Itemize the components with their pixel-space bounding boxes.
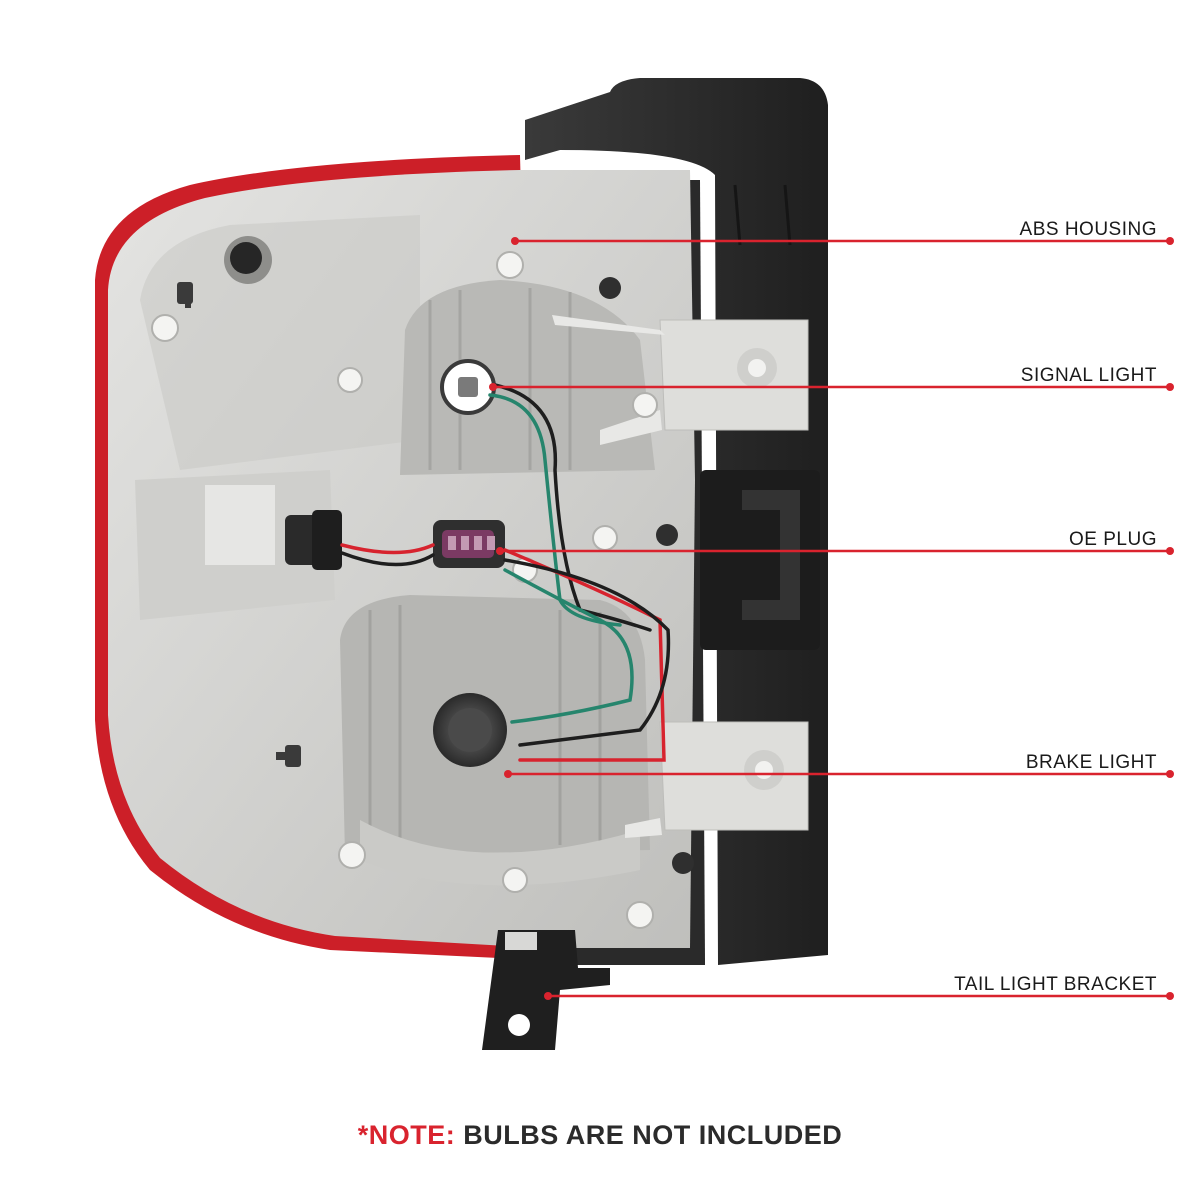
side-grommet: [285, 510, 342, 570]
note-text: BULBS ARE NOT INCLUDED: [455, 1120, 843, 1150]
oe-plug-connector: [433, 520, 505, 568]
brake-light-socket: [433, 693, 507, 767]
oe-plug-callout-start-dot: [496, 547, 504, 555]
signal-light-socket: [440, 359, 496, 415]
tail-light-bracket-label: TAIL LIGHT BRACKET: [954, 974, 1157, 995]
callout-group: ABS HOUSING SIGNAL LIGHT OE PLUG BRAKE LIGH…: [489, 219, 1174, 1000]
signal-light-label: SIGNAL LIGHT: [1021, 365, 1157, 386]
abs-housing-callout-end-dot: [1166, 237, 1174, 245]
signal-lamp-dome: [400, 280, 655, 475]
note-line: *NOTE: BULBS ARE NOT INCLUDED: [0, 1120, 1200, 1151]
tail-light-bracket-callout-start-dot: [544, 992, 552, 1000]
oe-plug-callout-end-dot: [1166, 547, 1174, 555]
signal-light-callout-end-dot: [1166, 383, 1174, 391]
signal-light-callout-start-dot: [489, 383, 497, 391]
brake-light-callout-end-dot: [1166, 770, 1174, 778]
mounting-plates: [552, 315, 809, 838]
mounting-studs: [177, 282, 301, 767]
tail-light-bracket: [482, 930, 610, 1050]
tail-light-bracket-callout-end-dot: [1166, 992, 1174, 1000]
abs-housing-label: ABS HOUSING: [1020, 219, 1157, 240]
oe-plug-label: OE PLUG: [1069, 529, 1157, 550]
vent-hole: [224, 236, 272, 284]
brake-light-callout-start-dot: [504, 770, 512, 778]
hex-nuts: [599, 277, 694, 874]
abs-housing-callout-start-dot: [511, 237, 519, 245]
brake-light-label: BRAKE LIGHT: [1026, 752, 1157, 773]
note-prefix: *NOTE:: [357, 1120, 456, 1150]
wiring-harness: [340, 383, 671, 762]
